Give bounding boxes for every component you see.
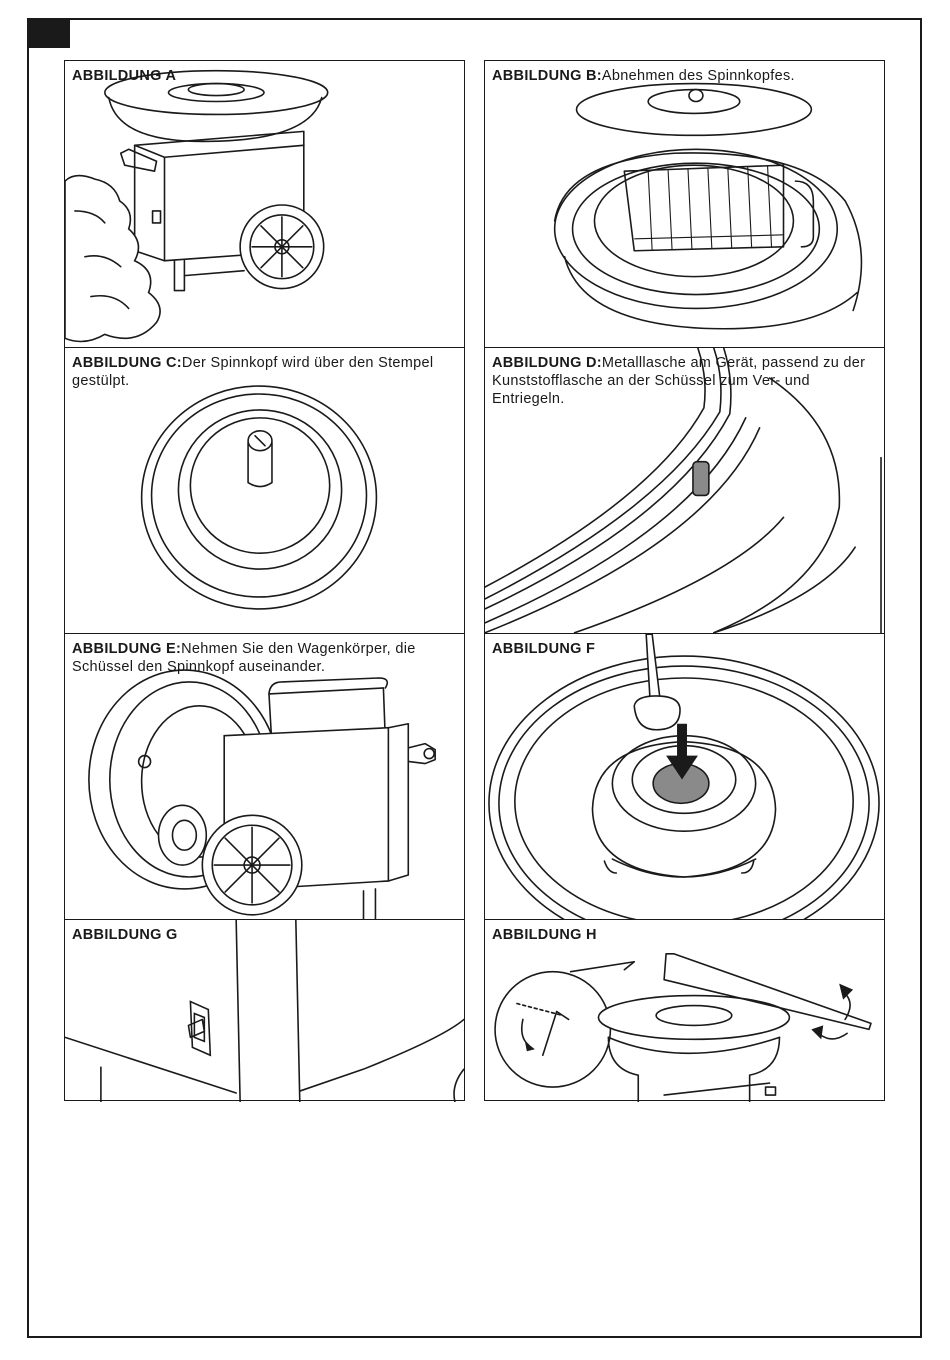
- figure-c-text: Der Spinnkopf wird über den Stempel gest…: [72, 355, 434, 389]
- figure-h-caption: ABBILDUNG H: [492, 926, 874, 944]
- figure-c-panel: ABBILDUNG C:Der Spinnkopf wird über den …: [65, 347, 464, 633]
- figure-c-caption: ABBILDUNG C:Der Spinnkopf wird über den …: [72, 354, 454, 390]
- figure-d-text: Metalllasche am Gerät, passend zu der Ku…: [492, 355, 866, 407]
- figure-a-panel: ABBILDUNG A: [65, 61, 464, 347]
- figure-b-label: ABBILDUNG B:: [492, 68, 602, 84]
- figure-e-label: ABBILDUNG E:: [72, 641, 182, 657]
- figure-d-illustration: [485, 348, 882, 633]
- figure-b-panel: ABBILDUNG B:Abnehmen des Spinnkopfes.: [485, 61, 884, 347]
- figure-h-panel: ABBILDUNG H: [485, 919, 884, 1102]
- figure-g-label: ABBILDUNG G: [72, 927, 178, 943]
- figure-b-text: Abnehmen des Spinnkopfes.: [601, 68, 795, 84]
- figure-f-illustration: [488, 634, 880, 919]
- figure-c-label: ABBILDUNG C:: [72, 355, 182, 371]
- figure-c-illustration: [140, 385, 378, 610]
- figure-d-caption: ABBILDUNG D:Metalllasche am Gerät, passe…: [492, 354, 874, 408]
- figure-e-illustration: [88, 669, 436, 919]
- figure-b-caption: ABBILDUNG B:Abnehmen des Spinnkopfes.: [492, 67, 874, 85]
- figure-f-caption: ABBILDUNG F: [492, 640, 874, 658]
- page-frame: [27, 18, 922, 1338]
- figure-d-label: ABBILDUNG D:: [492, 355, 602, 371]
- figure-d-panel: ABBILDUNG D:Metalllasche am Gerät, passe…: [485, 347, 884, 633]
- figure-a-illustration: [65, 69, 329, 343]
- figure-f-label: ABBILDUNG F: [492, 641, 596, 657]
- figure-a-label: ABBILDUNG A: [72, 68, 177, 84]
- figure-e-caption: ABBILDUNG E:Nehmen Sie den Wagenkörper, …: [72, 640, 454, 676]
- figure-h-illustration: [494, 953, 872, 1102]
- figure-f-panel: ABBILDUNG F: [485, 633, 884, 919]
- figure-g-panel: ABBILDUNG G: [65, 919, 464, 1102]
- figure-b-illustration: [553, 82, 863, 330]
- figure-g-caption: ABBILDUNG G: [72, 926, 454, 944]
- figures-right-column: ABBILDUNG B:Abnehmen des Spinnkopfes. AB…: [484, 60, 885, 1102]
- page-number-tab: [27, 18, 70, 48]
- figure-e-text: Nehmen Sie den Wagenkörper, die Schüssel…: [72, 641, 416, 675]
- figure-e-panel: ABBILDUNG E:Nehmen Sie den Wagenkörper, …: [65, 633, 464, 919]
- figure-g-illustration: [65, 920, 464, 1102]
- figure-h-label: ABBILDUNG H: [492, 927, 597, 943]
- figure-a-caption: ABBILDUNG A: [72, 67, 454, 85]
- figures-left-column: ABBILDUNG A ABBILDUNG C:Der Spinnkopf wi…: [64, 60, 465, 1102]
